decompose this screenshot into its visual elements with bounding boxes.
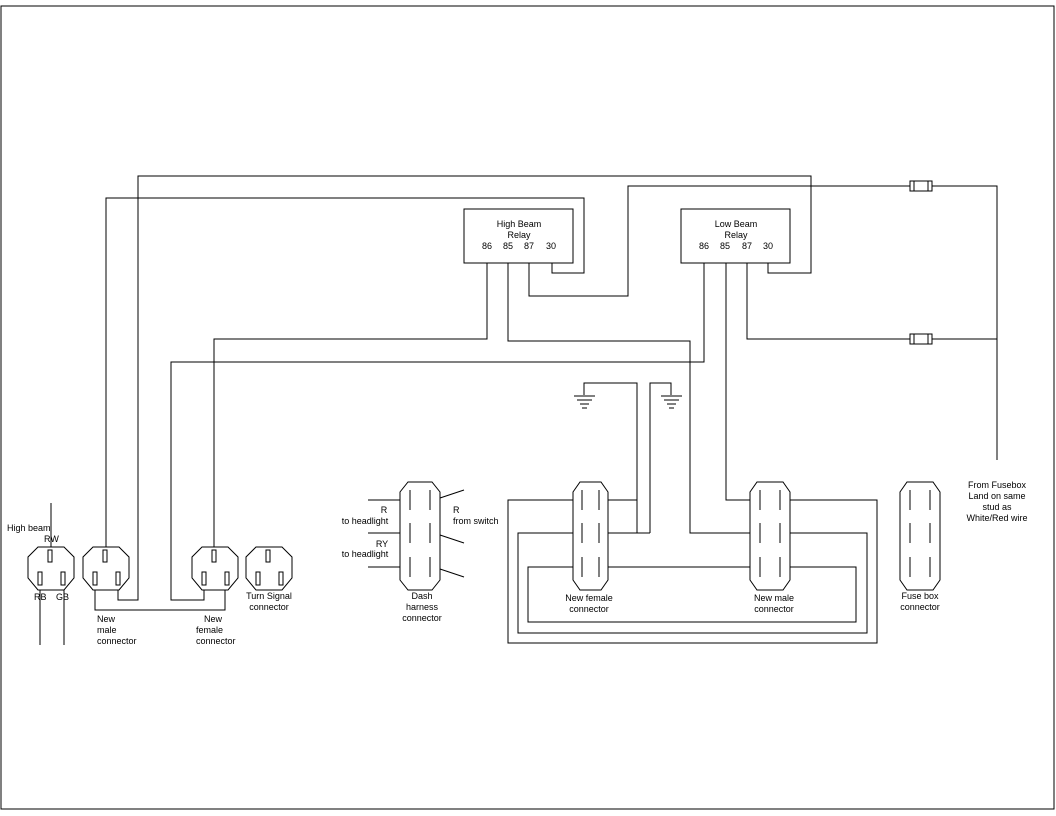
new-male-left-line2: male — [97, 625, 117, 635]
low-beam-pin-86: 86 — [699, 241, 709, 251]
dash-label-r-right: R — [453, 505, 460, 515]
headlight-plug-left-wire: RB — [34, 592, 47, 602]
dash-label-ry-to-headlight: to headlight — [342, 549, 389, 559]
low-beam-relay: Low Beam Relay 86 85 87 30 — [680, 208, 791, 264]
high-beam-relay-title-1: High Beam — [497, 219, 542, 229]
dash-harness-line3: connector — [402, 613, 442, 623]
fusebox-note: From Fusebox Land on same stud as White/… — [966, 480, 1027, 523]
new-male-connector-left: New male connector — [82, 546, 137, 646]
low-beam-relay-title-1: Low Beam — [715, 219, 758, 229]
headlight-plug-label: High beam — [7, 523, 51, 533]
high-beam-pin-30: 30 — [546, 241, 556, 251]
turn-signal-connector: Turn Signal connector — [245, 546, 293, 612]
dash-label-r-to-headlight: to headlight — [342, 516, 389, 526]
dash-label-ry: RY — [376, 539, 388, 549]
new-female-left-line1: New — [204, 614, 223, 624]
high-beam-pin-85: 85 — [503, 241, 513, 251]
new-female-right-line2: connector — [569, 604, 609, 614]
high-beam-relay-title-2: Relay — [507, 230, 531, 240]
dash-label-r-top: R — [381, 505, 388, 515]
new-male-left-line1: New — [97, 614, 116, 624]
low-beam-pin-87: 87 — [742, 241, 752, 251]
headlight-plug: High beam RW RB GB — [7, 523, 75, 602]
fuse-top — [909, 180, 933, 192]
ground-symbol-left — [574, 395, 595, 409]
fuse-box-line2: connector — [900, 602, 940, 612]
new-male-connector-right: New male connector — [749, 481, 794, 614]
fuse-box-line1: Fuse box — [901, 591, 939, 601]
fusebox-note-line1: From Fusebox — [968, 480, 1027, 490]
new-male-right-line1: New male — [754, 593, 794, 603]
new-female-connector-right: New female connector — [565, 481, 613, 614]
ground-symbol-right — [661, 395, 682, 409]
fuse-bottom — [909, 333, 933, 345]
page-border — [0, 5, 1055, 810]
fusebox-note-line4: White/Red wire — [966, 513, 1027, 523]
fusebox-note-line2: Land on same — [968, 491, 1025, 501]
dash-harness-line2: harness — [406, 602, 439, 612]
dash-label-from-switch: from switch — [453, 516, 499, 526]
dash-harness-line1: Dash — [411, 591, 432, 601]
headlight-plug-right-wire: GB — [56, 592, 69, 602]
new-female-left-line2: female — [196, 625, 223, 635]
new-female-connector-left: New female connector — [191, 546, 239, 646]
new-male-left-line3: connector — [97, 636, 137, 646]
fusebox-note-line3: stud as — [982, 502, 1012, 512]
turn-signal-line2: connector — [249, 602, 289, 612]
wires — [39, 175, 998, 645]
headlight-plug-top-wire: RW — [44, 534, 59, 544]
dash-harness-connector: Dash harness connector R to headlight RY… — [342, 481, 499, 623]
new-female-right-line1: New female — [565, 593, 613, 603]
low-beam-pin-30: 30 — [763, 241, 773, 251]
new-female-left-line3: connector — [196, 636, 236, 646]
low-beam-relay-title-2: Relay — [724, 230, 748, 240]
fuse-box-connector: Fuse box connector — [899, 481, 941, 612]
low-beam-pin-85: 85 — [720, 241, 730, 251]
turn-signal-line1: Turn Signal — [246, 591, 292, 601]
high-beam-relay: High Beam Relay 86 85 87 30 — [463, 208, 574, 264]
high-beam-pin-87: 87 — [524, 241, 534, 251]
high-beam-pin-86: 86 — [482, 241, 492, 251]
new-male-right-line2: connector — [754, 604, 794, 614]
